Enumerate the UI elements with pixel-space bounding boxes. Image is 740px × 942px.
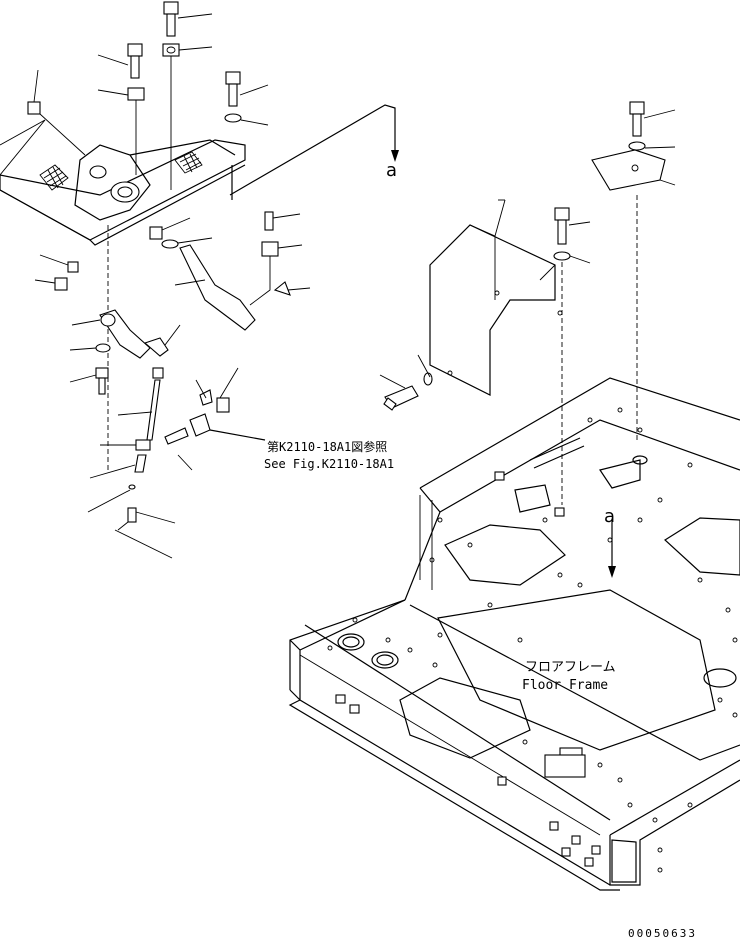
reference-en: See Fig.K2110-18A1 [264,457,394,471]
linkage-assembly: 第K2110-18A1図参照 See Fig.K2110-18A1 [69,225,394,559]
right-plate-assembly [591,101,676,440]
top-bolt-2 [97,43,143,79]
elbow-joint [143,337,169,357]
reference-jp: 第K2110-18A1図参照 [267,439,387,454]
frame-cutout-1 [444,524,566,586]
floor-plate-panel [437,589,716,751]
pedal-arm [174,211,311,331]
cover-plate [429,224,556,396]
left-collar [27,69,86,156]
linkage-rod [146,379,161,441]
pedal-hub [74,144,151,221]
cable-connector [164,367,266,471]
small-nut-left [34,254,79,291]
top-nut-2 [97,87,145,175]
cover-assembly: a [379,101,676,578]
cover-side-bolt [379,354,433,411]
frame-pin [529,437,585,469]
anti-slip-mesh-left [39,164,69,191]
top-washer-3 [224,113,269,126]
callout-a-top: a [386,160,397,181]
frame-boss [514,484,551,513]
frame-nuts [335,471,601,867]
frame-cutout-2 [664,517,740,576]
callout-a-frame: a [604,506,615,527]
top-bolt-3 [225,71,269,107]
frame-cutout-3 [399,677,531,759]
top-nut-1 [162,43,213,190]
frame-label-en: Floor Frame [522,678,608,693]
top-bolt-1 [163,1,213,37]
drawing-id: 00050633 [628,927,697,940]
floor-frame: フロアフレーム Floor Frame [288,377,740,891]
frame-holes [327,407,738,873]
bracket-slot [599,459,641,489]
anti-slip-mesh-right [174,151,203,174]
frame-label-jp: フロアフレーム [525,660,616,675]
bracket-nut [149,217,213,249]
cover-top-bolt [553,207,591,505]
pedal-bracket-assembly: a [0,1,399,331]
